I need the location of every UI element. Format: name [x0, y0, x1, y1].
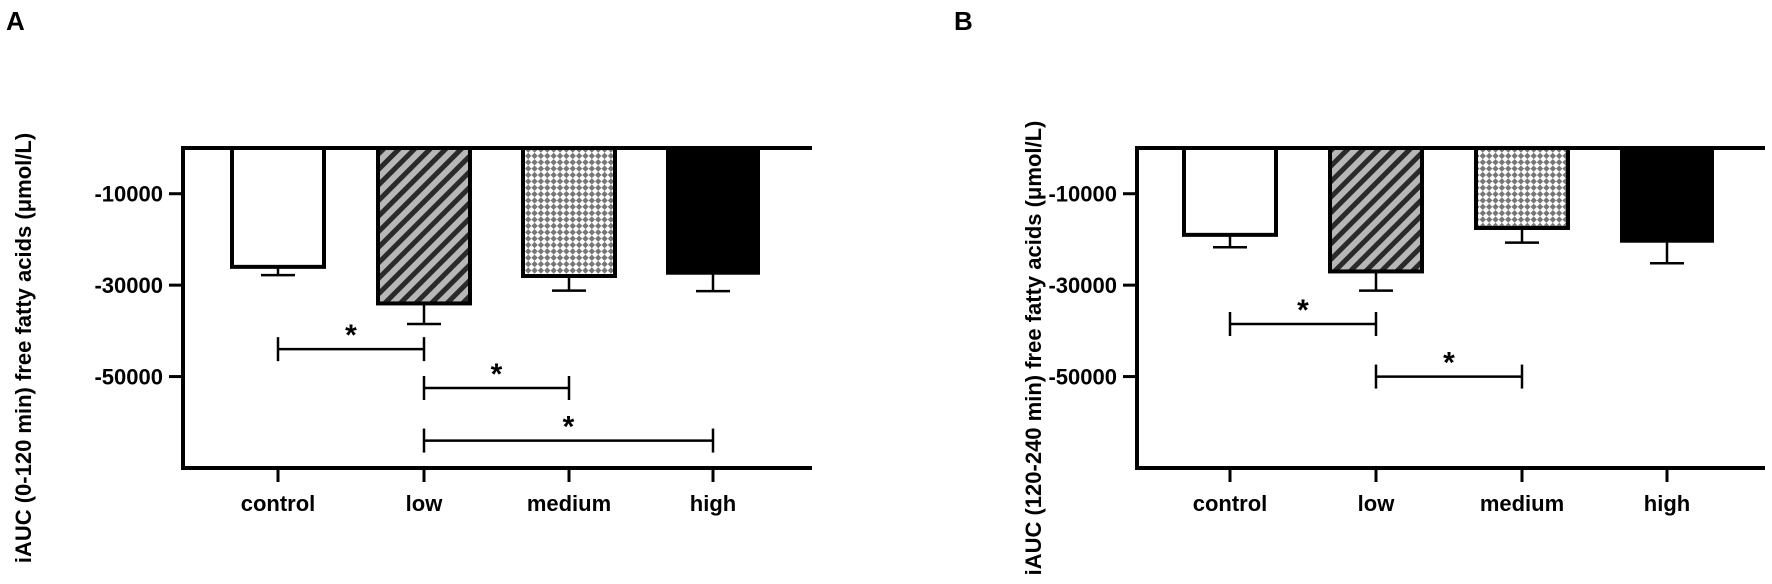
bar-control — [1182, 146, 1278, 237]
significance-star: * — [1443, 347, 1455, 380]
significance-star: * — [563, 411, 575, 444]
significance-star: * — [1297, 294, 1309, 327]
bar-low — [1328, 146, 1424, 274]
bar-low — [376, 146, 472, 306]
y-tick-label: -10000 — [94, 182, 163, 207]
x-tick-label-control: control — [241, 491, 316, 516]
bar-medium — [521, 146, 617, 278]
y-tick-label: -50000 — [1048, 365, 1117, 390]
x-tick-label-low: low — [1358, 491, 1396, 516]
bar-high — [666, 147, 760, 275]
bar-medium — [1474, 146, 1570, 230]
y-tick-label: -30000 — [1048, 273, 1117, 298]
x-tick-label-high: high — [1644, 491, 1690, 516]
y-tick-label: -30000 — [94, 273, 163, 298]
x-tick-label-medium: medium — [527, 491, 611, 516]
y-tick-label: -50000 — [94, 365, 163, 390]
y-tick-label: -10000 — [1048, 182, 1117, 207]
chart-panel-b: iAUC (120-240 min) free fatty acids (μmo… — [1021, 121, 1765, 576]
chart-panel-a: iAUC (0-120 min) free fatty acids (μmol/… — [11, 133, 812, 563]
x-tick-label-high: high — [690, 491, 736, 516]
x-tick-label-control: control — [1193, 491, 1268, 516]
x-tick-label-low: low — [406, 491, 444, 516]
significance-star: * — [491, 358, 503, 391]
bar-control — [230, 146, 326, 269]
y-axis-label: iAUC (0-120 min) free fatty acids (μmol/… — [11, 133, 36, 563]
panel-letter-a: A — [6, 6, 25, 36]
y-axis-label: iAUC (120-240 min) free fatty acids (μmo… — [1021, 121, 1046, 576]
x-tick-label-medium: medium — [1480, 491, 1564, 516]
bar-high — [1620, 147, 1714, 243]
panel-letter-b: B — [954, 6, 973, 36]
significance-star: * — [345, 319, 357, 352]
